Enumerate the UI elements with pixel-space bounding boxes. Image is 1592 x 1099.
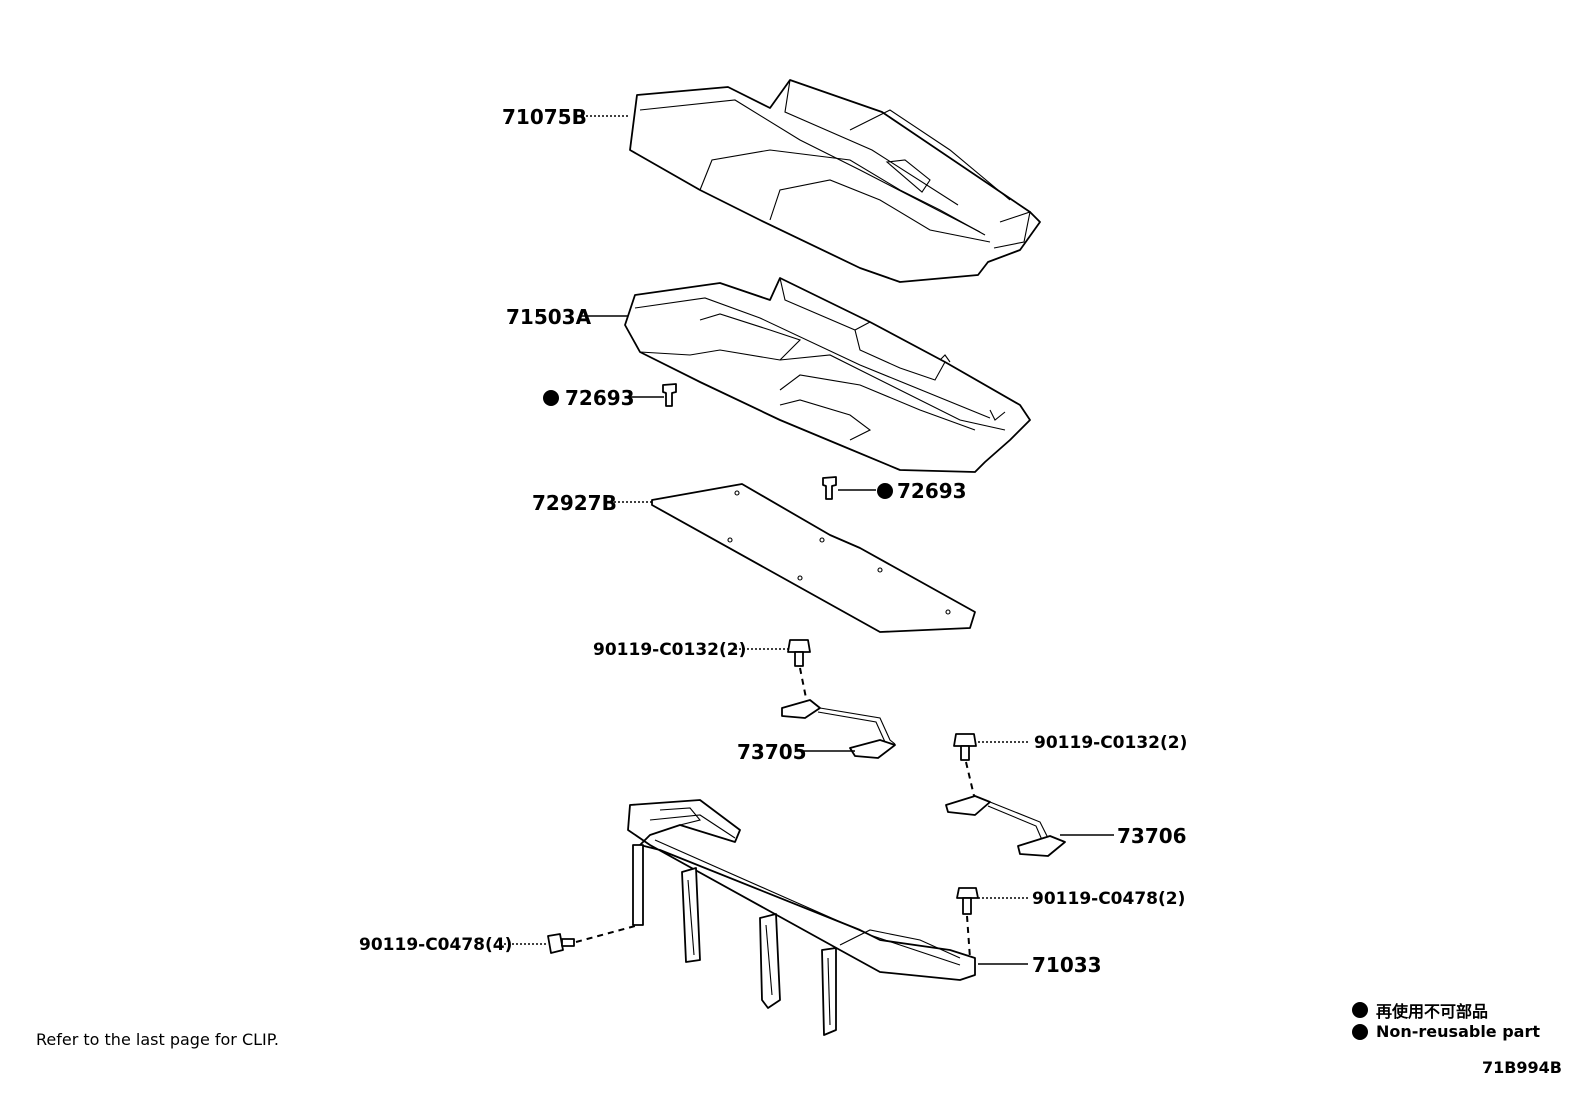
label-73706: 73706 [1117, 824, 1187, 848]
label-90119-C0132-left: 90119-C0132(2) [593, 640, 746, 660]
panel-72927B [651, 483, 976, 633]
bolt-90119-C0132-right [953, 733, 977, 761]
label-71503A: 71503A [506, 305, 592, 329]
bracket-73705 [781, 699, 896, 759]
seat-pad-71503A [624, 277, 1031, 473]
label-72693-left: 72693 [565, 386, 635, 410]
legend-dot-icon [1352, 1002, 1368, 1018]
label-90119-C0132-right: 90119-C0132(2) [1034, 733, 1187, 753]
bolt-90119-C0478-right [956, 887, 979, 915]
clip-72693-right [822, 476, 837, 500]
label-90119-C0478-right: 90119-C0478(2) [1032, 889, 1185, 909]
legend-jp-text: 再使用不可部品 [1376, 1002, 1489, 1021]
label-71033: 71033 [1032, 953, 1102, 977]
label-90119-C0478-left: 90119-C0478(4) [359, 935, 512, 955]
label-71075B: 71075B [502, 105, 587, 129]
non-reusable-marker [543, 390, 559, 406]
legend-en: Non-reusable part [1352, 1022, 1540, 1041]
label-72927B: 72927B [532, 491, 617, 515]
seat-frame-71033 [627, 799, 976, 1036]
bolt-90119-C0478-left [547, 933, 575, 954]
clip-reference-note: Refer to the last page for CLIP. [36, 1030, 279, 1049]
bracket-73706 [945, 795, 1066, 857]
label-72693-right: 72693 [897, 479, 967, 503]
legend-dot-icon [1352, 1023, 1368, 1040]
legend-en-text: Non-reusable part [1376, 1022, 1541, 1041]
label-73705: 73705 [737, 740, 807, 764]
diagram-code: 71B994B [1481, 1058, 1562, 1077]
bolt-90119-C0132-left [787, 639, 811, 667]
clip-72693-left [662, 383, 677, 407]
legend-jp: 再使用不可部品 [1352, 998, 1488, 1022]
non-reusable-marker [877, 483, 893, 499]
seat-cover-71075B [629, 79, 1041, 283]
